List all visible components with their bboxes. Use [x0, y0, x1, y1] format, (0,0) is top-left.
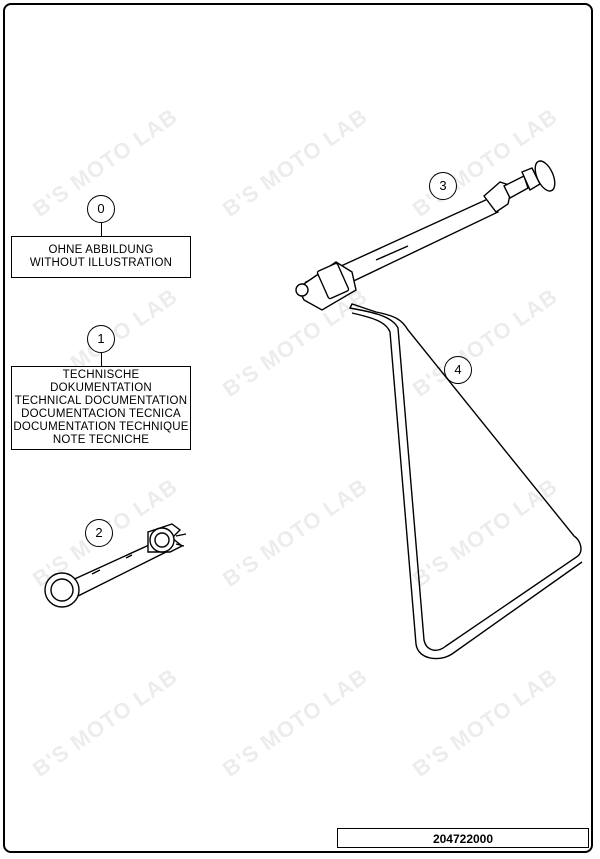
tech-doc-line-4: DOCUMENTATION TECHNIQUE — [13, 421, 189, 433]
tech-doc-line-3: DOCUMENTACION TECNICA — [21, 408, 181, 420]
no-illustration-box: OHNE ABBILDUNG WITHOUT ILLUSTRATION — [11, 236, 191, 278]
callout-0-leader — [101, 223, 102, 236]
callout-1-leader — [101, 353, 102, 366]
tech-doc-line-1: TECHNISCHE DOKUMENTATION — [50, 369, 152, 394]
no-illustration-line-2: WITHOUT ILLUSTRATION — [29, 257, 173, 269]
fork-pump-tool — [295, 160, 556, 311]
document-number: 204722000 — [337, 828, 589, 848]
no-illustration-line-1: OHNE ABBILDUNG — [48, 244, 154, 256]
drawing-frame — [3, 3, 593, 853]
tech-doc-line-5: NOTE TECNICHE — [52, 434, 150, 446]
callout-0: 0 — [87, 195, 115, 223]
callout-1: 1 — [87, 325, 115, 353]
callout-4: 4 — [444, 356, 472, 384]
tech-doc-line-2: TECHNICAL DOCUMENTATION — [14, 395, 188, 407]
side-stand — [348, 303, 583, 660]
callout-2: 2 — [85, 519, 113, 547]
callout-3: 3 — [429, 172, 457, 200]
technical-documentation-box: TECHNISCHE DOKUMENTATION TECHNICAL DOCUM… — [11, 366, 191, 450]
spanner-wrench — [44, 523, 187, 608]
